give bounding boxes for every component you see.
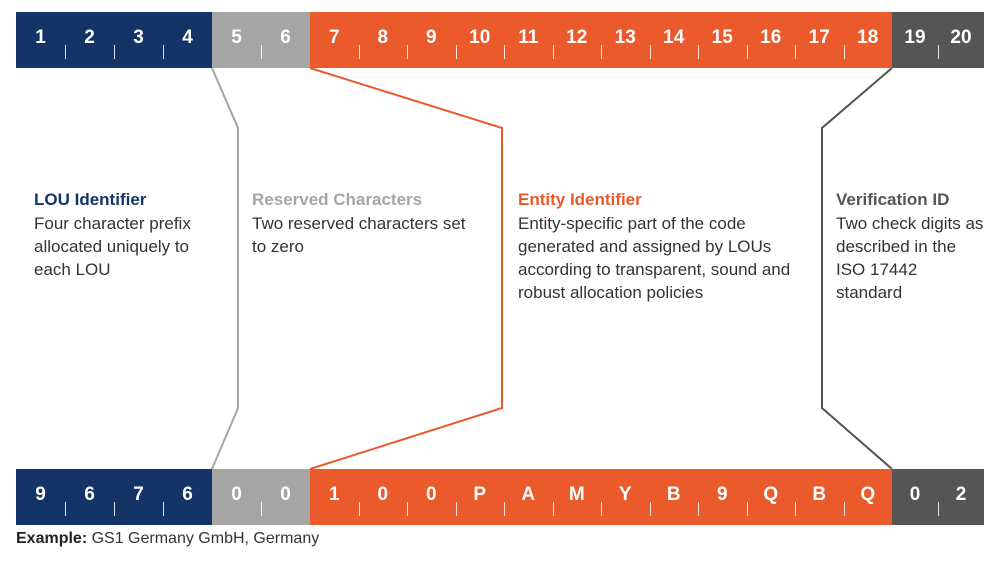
example-text: GS1 Germany GmbH, Germany bbox=[91, 530, 320, 547]
position-cell: 12 bbox=[552, 12, 602, 68]
entity-identifier-block: Entity Identifier Entity-specific part o… bbox=[518, 188, 803, 304]
code-char: 0 bbox=[261, 469, 310, 525]
lou-example-chars: 9 6 7 6 bbox=[16, 469, 212, 525]
reserved-connector-line bbox=[211, 67, 239, 470]
code-char: 6 bbox=[163, 469, 212, 525]
position-cell: 8 bbox=[358, 12, 408, 68]
lou-identifier-title: LOU Identifier bbox=[34, 190, 147, 209]
code-char: Y bbox=[601, 469, 650, 525]
code-char: Q bbox=[843, 469, 893, 525]
code-char: 9 bbox=[35, 484, 46, 505]
position-cell: 14 bbox=[649, 12, 699, 68]
entity-positions: 7 8 9 10 11 12 13 14 15 16 17 18 bbox=[310, 12, 892, 68]
code-char: 0 bbox=[909, 484, 921, 505]
position-cell: 9 bbox=[407, 12, 456, 68]
position-cell: 15 bbox=[698, 12, 747, 68]
code-char: 1 bbox=[328, 484, 340, 505]
position-cell: 2 bbox=[65, 12, 114, 68]
verification-connector-line bbox=[821, 67, 893, 470]
example-code-bar: 9 6 7 6 0 0 1 0 0 P A M Y B 9 Q B Q 0 2 bbox=[16, 469, 984, 525]
position-bar: 1 2 3 4 5 6 7 8 9 10 11 12 13 14 15 16 1… bbox=[16, 12, 984, 68]
example-label: Example: bbox=[16, 530, 88, 547]
entity-identifier-description: Entity-specific part of the code generat… bbox=[518, 214, 791, 302]
lou-identifier-block: LOU Identifier Four character prefix all… bbox=[34, 188, 214, 281]
code-char: 2 bbox=[938, 469, 984, 525]
position-cell: 5 bbox=[231, 27, 242, 48]
position-cell: 11 bbox=[504, 12, 553, 68]
position-cell: 7 bbox=[328, 27, 340, 48]
code-char: Q bbox=[746, 469, 796, 525]
code-char: A bbox=[504, 469, 553, 525]
code-char: P bbox=[455, 469, 505, 525]
lou-positions: 1 2 3 4 bbox=[16, 12, 212, 68]
code-char: 7 bbox=[114, 469, 163, 525]
example-caption: Example: GS1 Germany GmbH, Germany bbox=[16, 530, 319, 548]
code-char: M bbox=[552, 469, 602, 525]
reserved-positions: 5 6 bbox=[212, 12, 310, 68]
verification-id-title: Verification ID bbox=[836, 190, 950, 209]
code-char: 9 bbox=[698, 469, 747, 525]
code-char: B bbox=[649, 469, 699, 525]
reserved-example-chars: 0 0 bbox=[212, 469, 310, 525]
reserved-characters-block: Reserved Characters Two reserved charact… bbox=[252, 188, 482, 258]
entity-connector-line bbox=[309, 67, 503, 470]
position-cell: 10 bbox=[455, 12, 505, 68]
reserved-characters-description: Two reserved characters set to zero bbox=[252, 214, 466, 256]
code-char: 6 bbox=[65, 469, 114, 525]
verification-example-chars: 0 2 bbox=[892, 469, 984, 525]
reserved-characters-title: Reserved Characters bbox=[252, 190, 423, 209]
code-char: 0 bbox=[231, 484, 242, 505]
position-cell: 20 bbox=[938, 12, 984, 68]
verification-positions: 19 20 bbox=[892, 12, 984, 68]
code-char: 0 bbox=[407, 469, 456, 525]
position-cell: 1 bbox=[35, 27, 46, 48]
position-cell: 17 bbox=[795, 12, 844, 68]
position-cell: 4 bbox=[163, 12, 212, 68]
code-char: 0 bbox=[358, 469, 408, 525]
position-cell: 6 bbox=[261, 12, 310, 68]
verification-id-description: Two check digits as described in the ISO… bbox=[836, 214, 984, 302]
code-char: B bbox=[795, 469, 844, 525]
position-cell: 3 bbox=[114, 12, 163, 68]
position-cell: 19 bbox=[904, 27, 926, 48]
lou-identifier-description: Four character prefix allocated uniquely… bbox=[34, 214, 191, 279]
entity-example-chars: 1 0 0 P A M Y B 9 Q B Q bbox=[310, 469, 892, 525]
entity-identifier-title: Entity Identifier bbox=[518, 190, 642, 209]
position-cell: 16 bbox=[746, 12, 796, 68]
position-cell: 13 bbox=[601, 12, 650, 68]
position-cell: 18 bbox=[843, 12, 893, 68]
verification-id-block: Verification ID Two check digits as desc… bbox=[836, 188, 986, 304]
